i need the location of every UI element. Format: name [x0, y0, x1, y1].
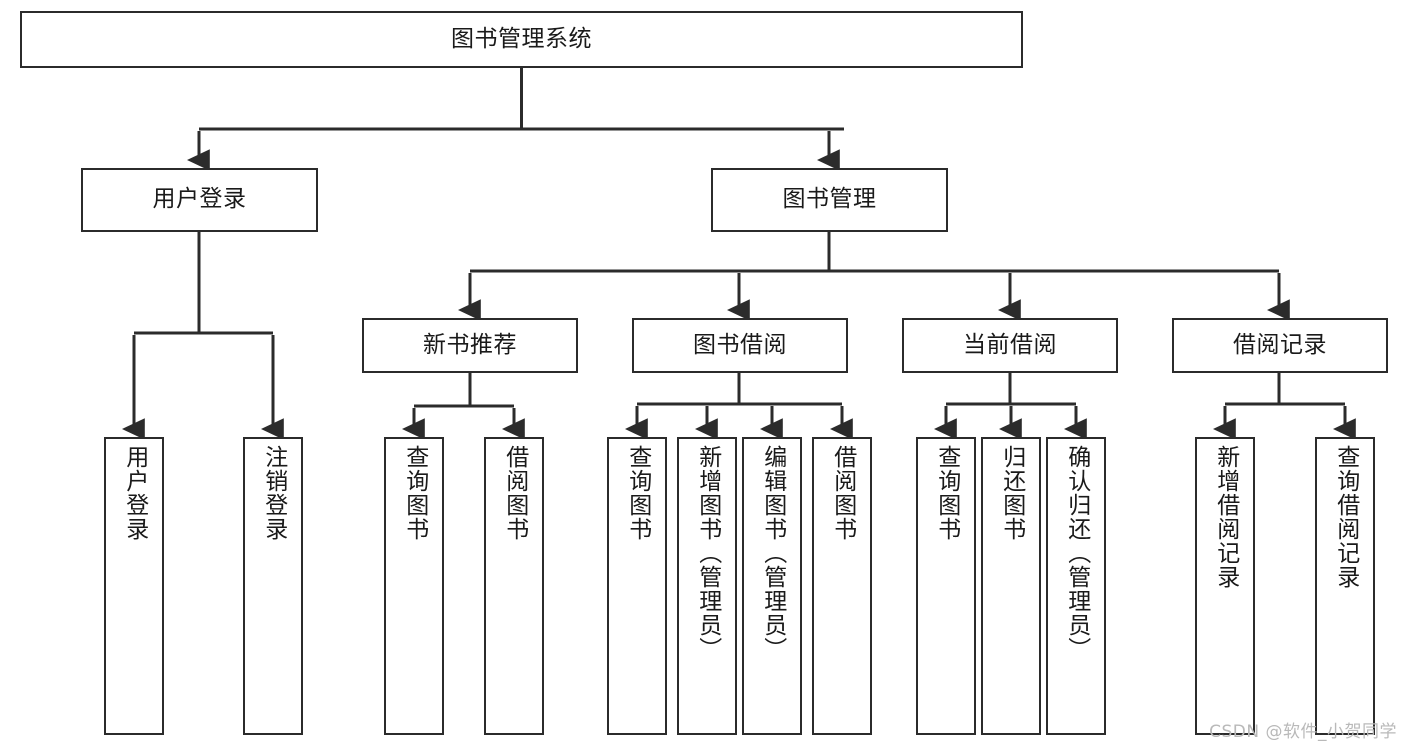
- leaf-borrow-add-book[interactable]: 新增图书（管理员）: [677, 437, 737, 735]
- leaf-current-confirm-return-label: 确认归还（管理员）: [1063, 445, 1090, 661]
- node-borrow-record[interactable]: 借阅记录: [1172, 318, 1388, 373]
- leaf-borrow-edit-book-label: 编辑图书（管理员）: [759, 445, 786, 661]
- node-current-borrow-label: 当前借阅: [963, 331, 1057, 358]
- leaf-borrow-query-book[interactable]: 查询图书: [607, 437, 667, 735]
- leaf-current-return-book-label: 归还图书: [998, 445, 1025, 541]
- leaf-record-add-record[interactable]: 新增借阅记录: [1195, 437, 1255, 735]
- node-root-system-label: 图书管理系统: [451, 25, 592, 52]
- node-user-login[interactable]: 用户登录: [81, 168, 318, 232]
- node-user-login-label: 用户登录: [152, 186, 247, 213]
- node-new-book-recommend-label: 新书推荐: [423, 331, 517, 358]
- node-book-borrow-label: 图书借阅: [693, 331, 787, 358]
- leaf-recommend-borrow-book-label: 借阅图书: [501, 445, 528, 541]
- node-book-borrow[interactable]: 图书借阅: [632, 318, 848, 373]
- leaf-user-login-signin[interactable]: 用户登录: [104, 437, 164, 735]
- leaf-current-query-book[interactable]: 查询图书: [916, 437, 976, 735]
- node-current-borrow[interactable]: 当前借阅: [902, 318, 1118, 373]
- leaf-borrow-borrow-book-label: 借阅图书: [829, 445, 856, 541]
- leaf-current-confirm-return[interactable]: 确认归还（管理员）: [1046, 437, 1106, 735]
- leaf-recommend-query-book-label: 查询图书: [401, 445, 428, 541]
- leaf-current-query-book-label: 查询图书: [933, 445, 960, 541]
- leaf-user-login-signout[interactable]: 注销登录: [243, 437, 303, 735]
- leaf-recommend-borrow-book[interactable]: 借阅图书: [484, 437, 544, 735]
- watermark-text: CSDN @软件_小贺同学: [1209, 722, 1397, 742]
- leaf-recommend-query-book[interactable]: 查询图书: [384, 437, 444, 735]
- leaf-borrow-borrow-book[interactable]: 借阅图书: [812, 437, 872, 735]
- node-root-system[interactable]: 图书管理系统: [20, 11, 1023, 68]
- leaf-borrow-query-book-label: 查询图书: [624, 445, 651, 541]
- leaf-user-login-signin-label: 用户登录: [121, 445, 148, 541]
- node-book-management[interactable]: 图书管理: [711, 168, 948, 232]
- node-new-book-recommend[interactable]: 新书推荐: [362, 318, 578, 373]
- node-book-management-label: 图书管理: [782, 186, 877, 213]
- node-borrow-record-label: 借阅记录: [1233, 331, 1327, 358]
- leaf-record-query-record-label: 查询借阅记录: [1332, 445, 1359, 589]
- leaf-user-login-signout-label: 注销登录: [260, 445, 287, 541]
- leaf-record-query-record[interactable]: 查询借阅记录: [1315, 437, 1375, 735]
- leaf-current-return-book[interactable]: 归还图书: [981, 437, 1041, 735]
- leaf-borrow-edit-book[interactable]: 编辑图书（管理员）: [742, 437, 802, 735]
- leaf-borrow-add-book-label: 新增图书（管理员）: [694, 445, 721, 661]
- leaf-record-add-record-label: 新增借阅记录: [1212, 445, 1239, 589]
